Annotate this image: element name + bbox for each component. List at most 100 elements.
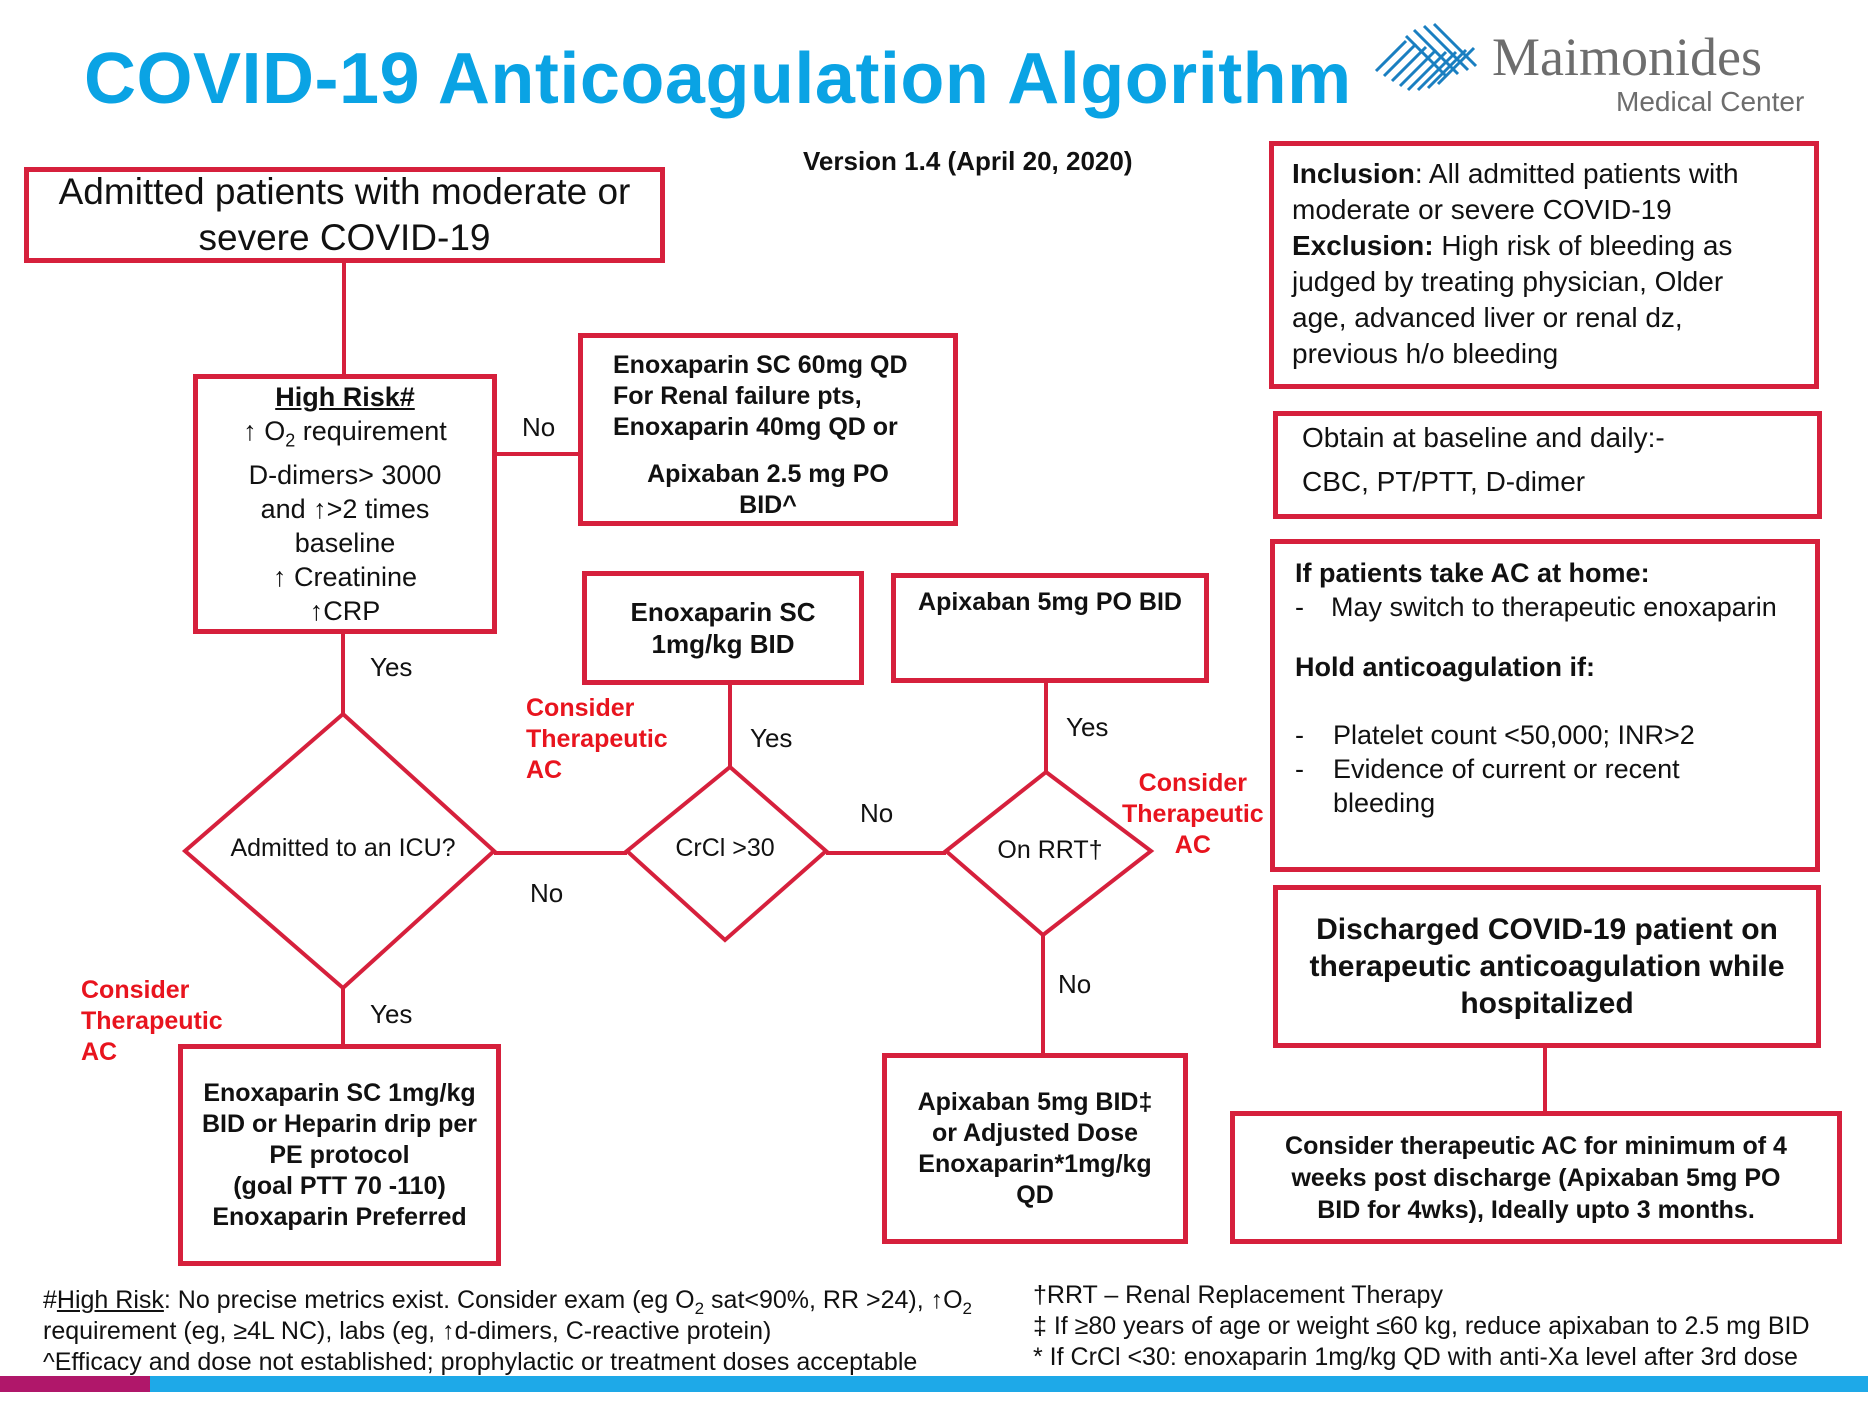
consider-line-3: AC <box>526 756 563 784</box>
diamond-icu-label: Admitted to an ICU? <box>230 834 456 862</box>
label-yes-crcl: Yes <box>750 723 793 753</box>
footnote-high-risk-text-b: sat<90%, RR >24), ↑O <box>704 1286 963 1314</box>
discharged-box: Discharged COVID-19 patient on therapeut… <box>1273 885 1821 1048</box>
rrt-line-4: QD <box>1016 1180 1054 1209</box>
prophylaxis-line-1: Enoxaparin SC 60mg QD <box>613 351 908 379</box>
hold-item-1: -Platelet count <50,000; INR>2 <box>1295 718 1815 752</box>
consider-ac-rrt: Consider Therapeutic AC <box>1122 768 1264 861</box>
dash-bullet: - <box>1295 720 1304 750</box>
inclusion-line: Inclusion: All admitted patients with <box>1292 156 1814 192</box>
exclusion-line-2: judged by treating physician, Older <box>1292 266 1724 297</box>
consider-line-1: Consider <box>1138 769 1248 797</box>
footnote-subscript-2: 2 <box>962 1299 973 1318</box>
high-risk-ddimer: D-dimers> 3000 <box>248 459 442 490</box>
diamond-crcl <box>623 764 830 943</box>
post-discharge-line-3: BID for 4wks), Ideally upto 3 months. <box>1317 1195 1755 1224</box>
icu-treatment-box: Enoxaparin SC 1mg/kg BID or Heparin drip… <box>178 1044 501 1266</box>
bottom-strip-magenta <box>0 1376 150 1392</box>
hold-item-2-cont: bleeding <box>1333 788 1436 818</box>
footnote-subscript: 2 <box>694 1299 705 1318</box>
footnote-high-risk-text-a: : No precise metrics exist. Consider exa… <box>163 1286 695 1314</box>
high-risk-box: High Risk# ↑ O2 requirement D-dimers> 30… <box>193 374 497 634</box>
start-line-2: severe COVID-19 <box>198 217 491 258</box>
consider-line-1: Consider <box>526 694 635 722</box>
label-yes-highrisk: Yes <box>370 652 413 682</box>
discharged-line-2: therapeutic anticoagulation while <box>1309 950 1785 983</box>
baseline-line-1: Obtain at baseline and daily:- <box>1302 422 1665 453</box>
logo-name: Maimonides <box>1492 27 1762 87</box>
footnote-rrt: †RRT – Renal Replacement Therapy <box>1033 1281 1443 1309</box>
discharged-line-3: hospitalized <box>1460 987 1634 1020</box>
exclusion-line-3: age, advanced liver or renal dz, <box>1292 302 1683 333</box>
icu-line-1: Enoxaparin SC 1mg/kg <box>203 1078 476 1107</box>
high-risk-o2-line: ↑ O2 requirement <box>243 414 447 457</box>
diamond-icu <box>181 711 497 991</box>
inclusion-label: Inclusion <box>1292 158 1415 189</box>
post-discharge-box: Consider therapeutic AC for minimum of 4… <box>1230 1111 1842 1244</box>
high-risk-creatinine: ↑ Creatinine <box>272 561 418 592</box>
exclusion-line: Exclusion: High risk of bleeding as <box>1292 228 1814 264</box>
apixaban-bid-box: Apixaban 5mg PO BID <box>891 573 1209 683</box>
footnote-crcl: * If CrCl <30: enoxaparin 1mg/kg QD with… <box>1033 1343 1798 1371</box>
hold-item-1-text: Platelet count <50,000; INR>2 <box>1333 720 1695 750</box>
o2-subscript: 2 <box>285 430 296 451</box>
discharged-line-1: Discharged COVID-19 patient on <box>1316 913 1778 946</box>
consider-line-1: Consider <box>81 976 190 1004</box>
rrt-line-1: Apixaban 5mg BID‡ <box>917 1087 1153 1116</box>
bottom-strip-blue <box>150 1376 1868 1392</box>
high-risk-ddimer-2: and ↑>2 times <box>260 493 430 524</box>
high-risk-crp: ↑CRP <box>309 595 381 626</box>
exclusion-text: High risk of bleeding as <box>1433 230 1733 261</box>
footnote-hash: # <box>43 1286 57 1314</box>
icu-line-4: (goal PTT 70 -110) <box>233 1171 446 1200</box>
start-box: Admitted patients with moderate or sever… <box>24 167 665 263</box>
dash-bullet: - <box>1295 592 1304 622</box>
icu-line-5: Enoxaparin Preferred <box>212 1202 467 1231</box>
diamond-crcl-label: CrCl >30 <box>675 834 775 862</box>
label-no-icu: No <box>530 878 564 908</box>
enox-bid-line-2: 1mg/kg BID <box>651 629 795 659</box>
footnote-apixaban: ‡ If ≥80 years of age or weight ≤60 kg, … <box>1033 1312 1810 1340</box>
arrow-up-icon: ↑ <box>243 416 257 447</box>
diamond-rrt-label: On RRT† <box>997 836 1103 864</box>
prophylaxis-box: Enoxaparin SC 60mg QD For Renal failure … <box>578 333 958 526</box>
maimonides-logo-icon <box>1374 22 1478 92</box>
consider-ac-crcl: Consider Therapeutic AC <box>526 693 668 786</box>
home-ac-item-1: -May switch to therapeutic enoxaparin <box>1295 590 1815 624</box>
consider-line-3: AC <box>81 1038 118 1066</box>
logo-subtitle: Medical Center <box>1616 86 1805 117</box>
label-no-prophylaxis: No <box>522 412 556 442</box>
inclusion-exclusion-box: Inclusion: All admitted patients with mo… <box>1269 141 1819 389</box>
diamond-rrt <box>942 769 1155 938</box>
high-risk-heading: High Risk# <box>275 382 415 413</box>
rrt-treatment-box: Apixaban 5mg BID‡ or Adjusted Dose Enoxa… <box>882 1053 1188 1244</box>
consider-ac-icu: Consider Therapeutic AC <box>81 975 223 1068</box>
hold-ac-heading: Hold anticoagulation if: <box>1295 652 1595 682</box>
home-ac-box: If patients take AC at home: -May switch… <box>1270 539 1820 872</box>
label-yes-icu: Yes <box>370 999 413 1029</box>
exclusion-label: Exclusion: <box>1292 230 1434 261</box>
o2-label: O <box>264 416 286 447</box>
dash-bullet: - <box>1295 754 1304 784</box>
footnote-high-risk: #High Risk: No precise metrics exist. Co… <box>43 1285 972 1324</box>
icu-line-3: PE protocol <box>269 1140 410 1169</box>
prophylaxis-line-3: Enoxaparin 40mg QD or <box>613 413 898 441</box>
o2-requirement-text: requirement <box>295 416 447 447</box>
post-discharge-line-1: Consider therapeutic AC for minimum of 4 <box>1285 1131 1787 1160</box>
consider-line-2: Therapeutic <box>1122 800 1264 828</box>
baseline-labs-box: Obtain at baseline and daily:- CBC, PT/P… <box>1273 411 1822 519</box>
rrt-line-3: Enoxaparin*1mg/kg <box>918 1149 1152 1178</box>
apix-bid-line-1: Apixaban 5mg PO BID <box>918 588 1182 616</box>
inclusion-line-2: moderate or severe COVID-19 <box>1292 194 1672 225</box>
version-label: Version 1.4 (April 20, 2020) <box>803 146 1133 176</box>
home-ac-heading: If patients take AC at home: <box>1295 558 1650 588</box>
exclusion-line-4: previous h/o bleeding <box>1292 338 1559 369</box>
enox-bid-line-1: Enoxaparin SC <box>630 597 816 627</box>
label-yes-rrt: Yes <box>1066 712 1109 742</box>
icu-line-2: BID or Heparin drip per <box>201 1109 478 1138</box>
home-ac-item-1-text: May switch to therapeutic enoxaparin <box>1331 592 1777 622</box>
baseline-line-2: CBC, PT/PTT, D-dimer <box>1302 466 1586 497</box>
consider-line-3: AC <box>1174 831 1211 859</box>
